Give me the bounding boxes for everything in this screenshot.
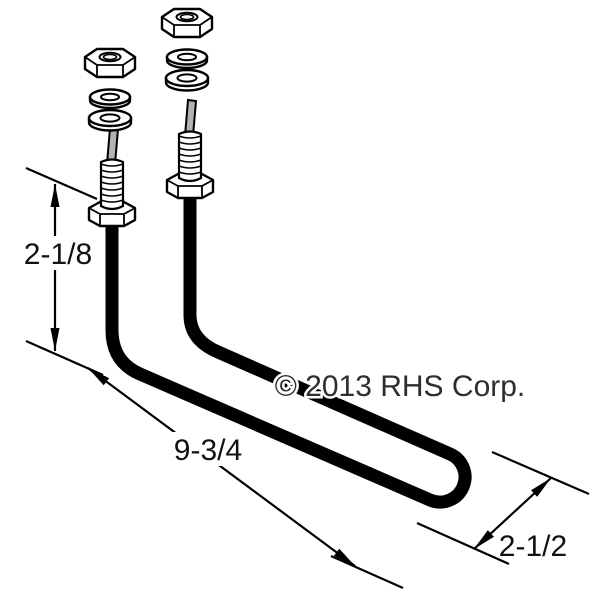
- extension-tick-upper: [491, 450, 590, 496]
- right-terminal: [165, 98, 215, 200]
- width-dim-label: 2-1/2: [499, 530, 567, 563]
- length-dimension: 9-3/4: [87, 367, 404, 590]
- width-dim-line: [473, 477, 552, 550]
- extension-tick-end: [330, 554, 404, 590]
- copyright-text: © 2013 RHS Corp.: [275, 370, 526, 403]
- height-dimension: 2-1/8: [13, 166, 104, 377]
- left-terminal: [87, 126, 137, 228]
- width-dimension: 2-1/2: [416, 450, 590, 566]
- height-dim-label: 2-1/8: [24, 238, 92, 271]
- heating-element-tube: [105, 192, 472, 509]
- label-mask: [160, 432, 256, 466]
- extension-tick-top: [25, 166, 98, 201]
- label-mask: [13, 236, 103, 270]
- extension-tick-lower: [416, 521, 510, 566]
- length-dim-label: 9-3/4: [174, 434, 242, 467]
- left-mounting-hardware: [83, 47, 137, 132]
- length-dim-line: [87, 367, 356, 567]
- right-mounting-hardware: [160, 7, 214, 92]
